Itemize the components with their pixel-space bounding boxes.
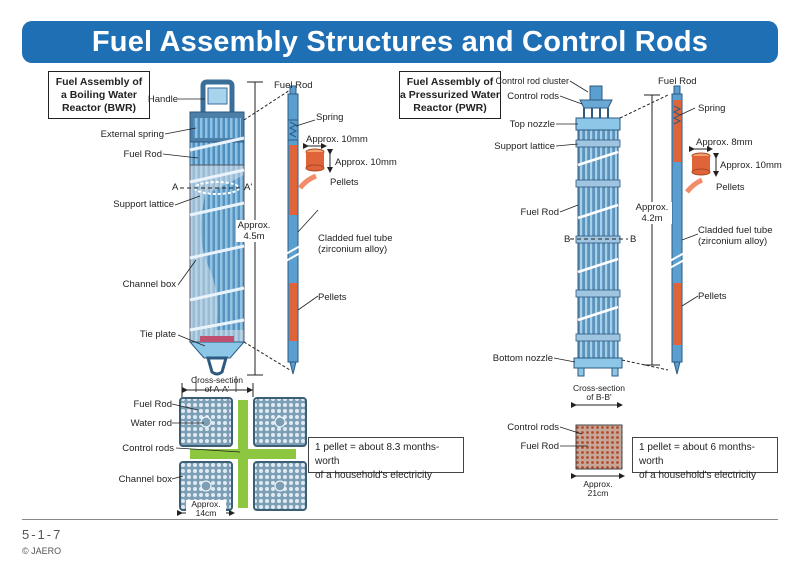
bwr-width-line1: Approx. [191, 499, 221, 509]
bwr-rod-title: Fuel Rod [274, 80, 313, 91]
pwr-section-b2-label: B [630, 234, 637, 245]
pwr-length-line2: 4.2m [641, 213, 663, 224]
bwr-clad-line1: Cladded fuel tube [318, 233, 393, 244]
bwr-note-line1: 1 pellet = about 8.3 months-worth [315, 442, 440, 467]
pwr-note-box: 1 pellet = about 6 months-worth of a hou… [632, 437, 778, 481]
pwr-fuel-rod-label: Fuel Rod [520, 207, 559, 218]
bwr-title-box: Fuel Assembly of a Boiling Water Reactor… [48, 71, 150, 119]
pwr-title-line1: Fuel Assembly of [406, 75, 494, 88]
bwr-pellets-label: Pellets [330, 177, 359, 188]
pwr-rod-title: Fuel Rod [658, 76, 697, 87]
page-number: 5-1-7 [22, 527, 63, 542]
bwr-title-line3: Reactor (BWR) [61, 101, 137, 114]
bwr-cladding-label: Cladded fuel tube (zirconium alloy) [318, 233, 392, 255]
bwr-cs-control-rods-label: Control rods [122, 443, 174, 454]
pwr-section-b-label: B [564, 234, 571, 245]
bwr-pellets2-label: Pellets [318, 292, 347, 303]
pwr-pellet-h-label: Approx. 8mm [696, 137, 753, 148]
pwr-length-label: Approx. 4.2m [632, 202, 672, 224]
copyright: © JAERO [22, 546, 62, 556]
bwr-title-line2: a Boiling Water [60, 88, 138, 101]
bwr-fuel-rod [283, 85, 333, 375]
bwr-external-spring-label: External spring [100, 129, 164, 140]
bwr-pellet-w-label: Approx. 10mm [335, 157, 397, 168]
pwr-clad-line1: Cladded fuel tube [698, 225, 773, 236]
page-title: Fuel Assembly Structures and Control Rod… [91, 25, 709, 58]
bwr-pellet-h-label: Approx. 10mm [306, 134, 368, 145]
bwr-length-line2: 4.5m [243, 231, 265, 242]
pwr-cs-fuel-rod-label: Fuel Rod [520, 441, 559, 452]
bwr-title-line1: Fuel Assembly of [55, 75, 143, 88]
pwr-width-label: Approx. 21cm [578, 480, 618, 498]
bwr-leaders [162, 98, 319, 480]
pwr-top-nozzle-label: Top nozzle [509, 119, 555, 130]
title-bar: Fuel Assembly Structures and Control Rod… [22, 21, 778, 63]
bwr-tie-plate-label: Tie plate [139, 329, 176, 340]
pwr-assembly [570, 85, 669, 377]
bwr-width-line2: 14cm [195, 508, 217, 518]
bwr-length-line1: Approx. [237, 220, 271, 231]
pwr-title-line2: a Pressurized Water [400, 88, 500, 101]
pwr-support-lattice-label: Support lattice [494, 141, 555, 152]
bwr-cs-channel-box-label: Channel box [118, 474, 172, 485]
pwr-title-line3: Reactor (PWR) [413, 101, 487, 114]
pwr-pellet-w-label: Approx. 10mm [720, 160, 782, 171]
pwr-cross-line1: Cross-section [573, 383, 625, 393]
bwr-cs-water-rod-label: Water rod [130, 418, 172, 429]
pwr-width-line2: 21cm [587, 488, 609, 498]
pwr-control-rods-label: Control rods [507, 91, 559, 102]
bwr-cross-line2: of A-A' [204, 384, 230, 394]
bwr-cs-fuel-rod-label: Fuel Rod [133, 399, 172, 410]
pwr-cs-control-rods-label: Control rods [507, 422, 559, 433]
pwr-length-line1: Approx. [635, 202, 669, 213]
bwr-fuel-rod-label: Fuel Rod [123, 149, 162, 160]
pwr-cross-line2: of B-B' [586, 392, 612, 402]
bwr-length-label: Approx. 4.5m [236, 220, 272, 242]
footer-divider [22, 519, 778, 520]
bwr-cross-section [177, 383, 307, 516]
bwr-assembly [180, 79, 291, 376]
bwr-width-label: Approx. 14cm [186, 500, 226, 518]
bwr-clad-line2: (zirconium alloy) [318, 244, 388, 255]
bwr-note-box: 1 pellet = about 8.3 months-worth of a h… [308, 437, 464, 481]
pwr-pellets-label: Pellets [716, 182, 745, 193]
pwr-clad-line2: (zirconium alloy) [698, 236, 768, 247]
bwr-cross-line1: Cross-section [191, 375, 243, 385]
pwr-spring-label: Spring [698, 103, 726, 114]
pwr-pellets2-label: Pellets [698, 291, 727, 302]
pwr-note-line2: of a household's electricity [639, 470, 756, 481]
pwr-fuel-rod [667, 85, 719, 375]
bwr-spring-label: Spring [316, 112, 344, 123]
pwr-width-line1: Approx. [583, 479, 613, 489]
pwr-title-box: Fuel Assembly of a Pressurized Water Rea… [399, 71, 501, 119]
pwr-control-rod-cluster-label: Control rod cluster [495, 76, 569, 86]
pwr-bottom-nozzle-label: Bottom nozzle [492, 353, 553, 364]
bwr-channel-box-label: Channel box [122, 279, 176, 290]
bwr-handle-label: Handle [147, 94, 178, 105]
bwr-section-a-label: A [172, 182, 179, 193]
pwr-cladding-label: Cladded fuel tube (zirconium alloy) [698, 225, 772, 247]
pwr-cross-title: Cross-section of B-B' [568, 384, 630, 402]
bwr-note-line2: of a household's electricity [315, 470, 432, 481]
pwr-leaders [553, 80, 699, 447]
pwr-cross-section [571, 402, 625, 479]
bwr-support-lattice-label: Support lattice [113, 199, 174, 210]
bwr-section-a-prime-label: A' [244, 182, 253, 193]
pwr-note-line1: 1 pellet = about 6 months-worth [639, 442, 755, 467]
bwr-cross-title: Cross-section of A-A' [186, 376, 248, 394]
